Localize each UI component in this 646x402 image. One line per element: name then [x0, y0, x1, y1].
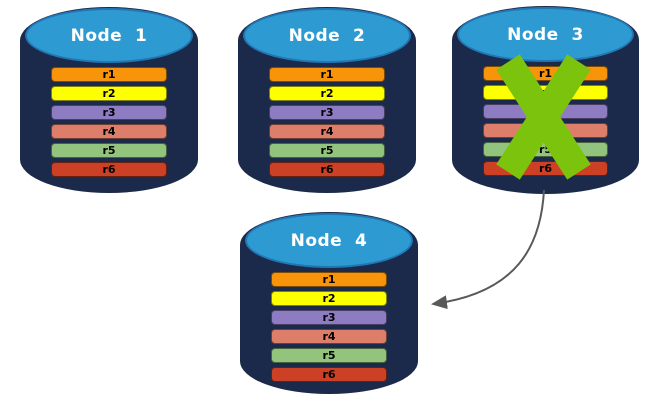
replica-label-r1: r1	[538, 67, 553, 80]
node-4-replica-r4: r4	[271, 329, 387, 344]
replica-label-r5: r5	[322, 349, 336, 362]
node-2-replica-r6: r6	[269, 162, 385, 177]
node-3-replica-r6: r6	[483, 161, 608, 176]
node-4-title: Node 4	[290, 230, 368, 251]
node-2-replica-r2: r2	[269, 86, 385, 101]
replica-label-r4: r4	[320, 125, 334, 138]
node-3-replica-r3: r3	[483, 104, 608, 119]
replica-label-r4: r4	[102, 125, 116, 138]
replica-label-r2: r2	[538, 86, 553, 99]
replica-label-r1: r1	[320, 68, 334, 81]
node-2-replica-list: r1 r2 r3 r4 r5 r6	[269, 67, 385, 177]
node-1-replica-r3: r3	[51, 105, 167, 120]
node-1-title: Node 1	[70, 25, 148, 46]
node-2-cylinder-top: Node 2	[243, 8, 411, 63]
replica-label-r3: r3	[320, 106, 334, 119]
replica-label-r4: r4	[322, 330, 336, 343]
replica-label-r5: r5	[538, 143, 553, 156]
node-4-replica-r3: r3	[271, 310, 387, 325]
replica-label-r3: r3	[322, 311, 336, 324]
node-1-cylinder-top: Node 1	[25, 8, 193, 63]
replica-label-r6: r6	[322, 368, 336, 381]
node-3-replica-r1: r1	[483, 66, 608, 81]
replica-label-r3: r3	[102, 106, 116, 119]
replica-label-r3: r3	[538, 105, 553, 118]
node-3-replica-r2: r2	[483, 85, 608, 100]
replica-label-r6: r6	[538, 162, 553, 175]
node-1-replica-r1: r1	[51, 67, 167, 82]
node-1-replica-r4: r4	[51, 124, 167, 139]
node-2-replica-r5: r5	[269, 143, 385, 158]
node-4-replica-r5: r5	[271, 348, 387, 363]
node-4: Node 4 r1 r2 r3 r4 r5 r6	[240, 212, 418, 394]
node-1-replica-r2: r2	[51, 86, 167, 101]
node-3-replica-list: r1 r2 r3 r4 r5 r6	[483, 66, 608, 176]
node-2-title: Node 2	[288, 25, 366, 46]
migration-arrow	[431, 189, 545, 310]
replica-label-r6: r6	[320, 163, 334, 176]
node-2-replica-r3: r3	[269, 105, 385, 120]
node-4-replica-r6: r6	[271, 367, 387, 382]
node-3: Node 3 r1 r2 r3 r4 r5 r6	[452, 6, 639, 194]
node-3-replica-r5: r5	[483, 142, 608, 157]
node-2: Node 2 r1 r2 r3 r4 r5 r6	[238, 7, 416, 193]
node-4-replica-r1: r1	[271, 272, 387, 287]
replica-label-r2: r2	[320, 87, 334, 100]
node-2-replica-r4: r4	[269, 124, 385, 139]
node-2-replica-r1: r1	[269, 67, 385, 82]
node-1-replica-list: r1 r2 r3 r4 r5 r6	[51, 67, 167, 177]
replica-label-r4: r4	[538, 124, 553, 137]
replica-label-r5: r5	[102, 144, 116, 157]
node-4-replica-r2: r2	[271, 291, 387, 306]
node-1-replica-r6: r6	[51, 162, 167, 177]
replica-label-r1: r1	[102, 68, 116, 81]
node-1: Node 1 r1 r2 r3 r4 r5 r6	[20, 7, 198, 193]
node-1-replica-r5: r5	[51, 143, 167, 158]
node-3-title: Node 3	[507, 24, 584, 45]
node-3-cylinder-top: Node 3	[457, 7, 634, 62]
node-4-cylinder-top: Node 4	[245, 213, 413, 268]
replica-label-r1: r1	[322, 273, 336, 286]
replica-label-r5: r5	[320, 144, 334, 157]
node-3-replica-r4: r4	[483, 123, 608, 138]
node-4-replica-list: r1 r2 r3 r4 r5 r6	[271, 272, 387, 382]
replica-label-r2: r2	[322, 292, 336, 305]
replica-label-r2: r2	[102, 87, 116, 100]
replica-label-r6: r6	[102, 163, 116, 176]
